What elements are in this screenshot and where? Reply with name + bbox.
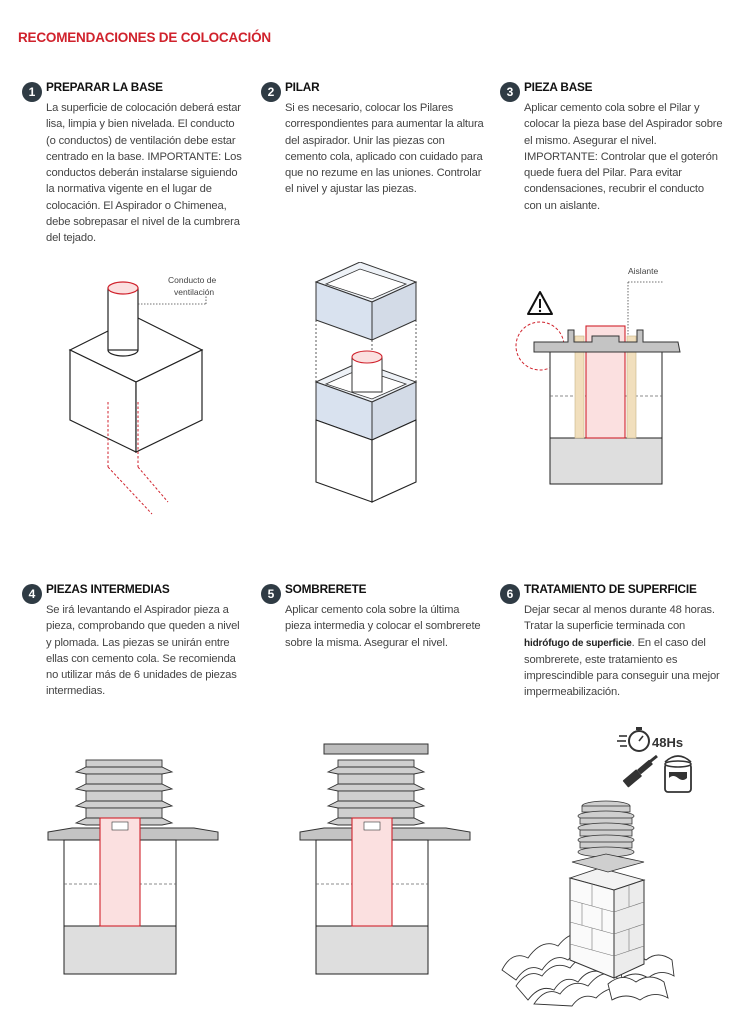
step-description: Aplicar cemento cola sobre el Pilar y co… [524,102,723,212]
step-number-badge: 1 [22,82,42,102]
step-number-badge: 3 [500,82,520,102]
drying-time-label: 48Hs [652,735,683,750]
illustration-base-duct: Conducto de ventilación [68,275,216,515]
step-description: Si es necesario, colocar los Pilares cor… [285,102,484,196]
step-4: 4 PIEZAS INTERMEDIAS Se irá levantando e… [22,582,246,700]
illustration-intermediate-pieces [47,759,219,975]
step-description: Se irá levantando el Aspirador pieza a p… [46,604,240,698]
paintbrush-icon [622,754,658,788]
step-3: 3 PIEZA BASE Aplicar cemento cola sobre … [500,80,724,214]
step-title: PREPARAR LA BASE [46,80,163,94]
page-title: RECOMENDACIONES DE COLOCACIÓN [18,30,271,45]
illustration-finished-chimney [501,800,675,1007]
step-number-badge: 4 [22,584,42,604]
illustration-base-piece: Aislante [515,266,681,485]
step-title: SOMBRERETE [285,582,367,596]
step-title: PILAR [285,80,320,94]
step-description: Aplicar cemento cola sobre la última pie… [285,604,481,649]
conducto-label-line2: ventilación [174,287,214,297]
conducto-label-line1: Conducto de [168,275,216,285]
stopwatch-icon [617,727,650,752]
step-5: 5 SOMBRERETE Aplicar cemento cola sobre … [261,582,485,651]
step-description: La superficie de colocación deberá estar… [46,102,242,245]
step-number-badge: 2 [261,82,281,102]
illustration-pillar [314,262,418,503]
warning-icon [527,291,553,315]
step-title: PIEZAS INTERMEDIAS [46,582,170,596]
illustration-cap [299,743,471,975]
step-description: Dejar secar al menos durante 48 horas. T… [524,604,720,699]
step-6: 6 TRATAMIENTO DE SUPERFICIE Dejar secar … [500,582,720,701]
step-bold-term: hidrófugo de superficie [524,637,632,649]
step-number-badge: 5 [261,584,281,604]
surface-treatment-icons: 48Hs [617,726,717,802]
step-title: PIEZA BASE [524,80,593,94]
aislante-label: Aislante [628,266,659,276]
step-2: 2 PILAR Si es necesario, colocar los Pil… [261,80,485,198]
step-title: TRATAMIENTO DE SUPERFICIE [524,582,697,596]
step-1: 1 PREPARAR LA BASE La superficie de colo… [22,80,246,247]
step-number-badge: 6 [500,584,520,604]
paint-can-icon [664,755,692,793]
